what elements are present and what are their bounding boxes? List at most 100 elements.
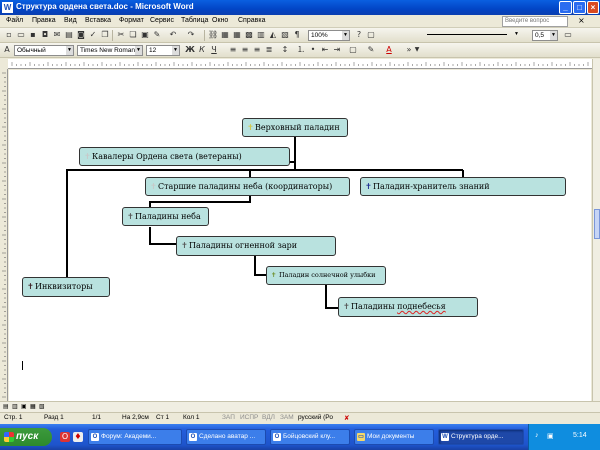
font-size-select[interactable]: 12▼ [146, 45, 180, 56]
toolbar-options-icon[interactable]: » [406, 45, 412, 54]
research-icon[interactable]: ❐ [101, 30, 109, 39]
bullets-icon[interactable]: • [310, 45, 316, 54]
task-my-documents[interactable]: ▭Мои документы [354, 429, 434, 445]
minimize-button[interactable]: _ [559, 1, 572, 14]
highlight-icon[interactable]: ✎ [367, 45, 375, 54]
cross-icon: ✝ [247, 123, 254, 132]
menu-format[interactable]: Формат [119, 17, 144, 24]
justify-icon[interactable]: ≣ [265, 45, 273, 54]
status-track[interactable]: ИСПР [240, 414, 259, 421]
status-overtype[interactable]: ЗАМ [280, 414, 294, 421]
align-right-icon[interactable]: ≡ [253, 45, 261, 54]
horizontal-ruler[interactable] [8, 59, 592, 69]
drawing-icon[interactable]: ◭ [269, 30, 277, 39]
vertical-scrollbar[interactable] [592, 59, 600, 401]
org-node-senior-paladins[interactable]: ✝Старшие паладины неба (координаторы) [145, 177, 350, 196]
menu-window[interactable]: Окно [212, 17, 229, 24]
menu-edit[interactable]: Правка [32, 17, 56, 24]
cross-icon: ✝ [181, 241, 188, 250]
document-map-icon[interactable]: ▧ [281, 30, 289, 39]
new-document-icon[interactable]: ▫ [6, 30, 12, 39]
menu-table[interactable]: Таблица [181, 17, 209, 24]
styles-pane-icon[interactable]: A [4, 45, 10, 54]
normal-view-icon[interactable]: ▤ [3, 403, 9, 410]
zoom-select[interactable]: 100%▼ [308, 30, 350, 41]
align-left-icon[interactable]: ≡ [229, 45, 237, 54]
line-style-select[interactable]: ▼ [425, 30, 520, 41]
redo-icon[interactable]: ↷ [187, 30, 195, 39]
org-node-inquisitors[interactable]: ✝Инквизиторы [22, 277, 110, 297]
read-icon[interactable]: ▢ [367, 30, 375, 39]
tray-network-icon[interactable]: ▣ [547, 433, 554, 440]
spelling-icon[interactable]: ✓ [89, 30, 97, 39]
vertical-ruler[interactable] [0, 69, 8, 401]
org-node-knights-veterans[interactable]: ✝Кавалеры Ордена света (ветераны) [79, 147, 290, 166]
org-node-supreme-paladin[interactable]: ✝Верховный паладин [242, 118, 348, 137]
org-node-fire-dawn-paladins[interactable]: ✝Паладины огненной зари [176, 236, 336, 256]
help-icon[interactable]: ? [356, 30, 362, 39]
tables-borders-icon[interactable]: ▦ [221, 30, 229, 39]
tray-icon[interactable]: ♪ [535, 432, 539, 439]
print-preview-icon[interactable]: ◙ [77, 30, 85, 39]
permission-icon[interactable]: ◘ [41, 30, 49, 39]
menu-insert[interactable]: Вставка [85, 17, 112, 24]
web-view-icon[interactable]: ▥ [12, 403, 18, 410]
copy-icon[interactable]: ❏ [129, 30, 137, 39]
format-painter-icon[interactable]: ✎ [153, 30, 161, 39]
document-close-icon[interactable]: × [578, 16, 585, 25]
outline-view-icon[interactable]: ▦ [30, 403, 36, 410]
org-node-heavenly-paladins[interactable]: ✝Паладины поднебесья [338, 297, 478, 317]
save-icon[interactable]: ▪ [30, 30, 36, 39]
underline-icon[interactable]: Ч [211, 45, 217, 54]
italic-icon[interactable]: К [199, 45, 205, 54]
status-rec[interactable]: ЗАП [222, 414, 235, 421]
font-color-icon[interactable]: A [386, 45, 392, 54]
show-hide-icon[interactable]: ¶ [294, 30, 300, 39]
menu-tools[interactable]: Сервис [150, 17, 174, 24]
horizontal-scrollbar[interactable]: ▤ ▥ ▣ ▦ ▧ [0, 401, 600, 412]
line-width-select[interactable]: 0,5▼ [532, 30, 558, 41]
font-select[interactable]: Times New Roman▼ [77, 45, 143, 56]
insert-excel-icon[interactable]: ▩ [245, 30, 253, 39]
org-node-sky-paladins[interactable]: ✝Паладины неба [122, 207, 209, 226]
bold-icon[interactable]: Ж [185, 45, 195, 54]
menu-help[interactable]: Справка [238, 17, 266, 24]
border-icon[interactable]: ▭ [564, 30, 572, 39]
org-node-sunny-smile-paladin[interactable]: ✝Паладин солнечной улыбки [266, 266, 386, 285]
style-select[interactable]: Обычный▼ [14, 45, 74, 56]
increase-indent-icon[interactable]: ⇥ [333, 45, 341, 54]
menu-view[interactable]: Вид [64, 17, 77, 24]
opera-icon[interactable]: O [60, 432, 70, 442]
hyperlink-icon[interactable]: ⛓ [208, 30, 219, 39]
open-icon[interactable]: ▭ [17, 30, 25, 39]
chevron-down-icon[interactable]: ▼ [414, 46, 420, 53]
scroll-thumb[interactable] [594, 209, 600, 239]
spelling-status-icon[interactable]: ✘ [344, 415, 350, 422]
columns-icon[interactable]: ▥ [257, 30, 265, 39]
line-spacing-icon[interactable]: ↕ [281, 45, 289, 54]
print-icon[interactable]: ▤ [65, 30, 73, 39]
reading-view-icon[interactable]: ▧ [39, 403, 45, 410]
insert-table-icon[interactable]: ▦ [233, 30, 241, 39]
quicklaunch-icon[interactable]: ♦ [73, 432, 83, 442]
email-icon[interactable]: ✉ [53, 30, 61, 39]
maximize-button[interactable]: □ [573, 1, 586, 14]
border-icon[interactable]: ▢ [349, 45, 357, 54]
status-extend[interactable]: ВДЛ [262, 414, 275, 421]
cut-icon[interactable]: ✂ [117, 30, 125, 39]
decrease-indent-icon[interactable]: ⇤ [321, 45, 329, 54]
help-question-input[interactable]: Введите вопрос [502, 16, 568, 27]
paste-icon[interactable]: ▣ [141, 30, 149, 39]
start-button[interactable]: пуск [0, 428, 52, 446]
close-button[interactable]: × [587, 1, 599, 14]
print-view-icon[interactable]: ▣ [21, 403, 27, 410]
align-center-icon[interactable]: ≡ [241, 45, 249, 54]
menu-file[interactable]: Файл [6, 17, 24, 24]
org-node-knowledge-keeper[interactable]: ✝Паладин-хранитель знаний [360, 177, 566, 196]
undo-icon[interactable]: ↶ [169, 30, 177, 39]
numbering-icon[interactable]: ⒈ [297, 45, 305, 54]
